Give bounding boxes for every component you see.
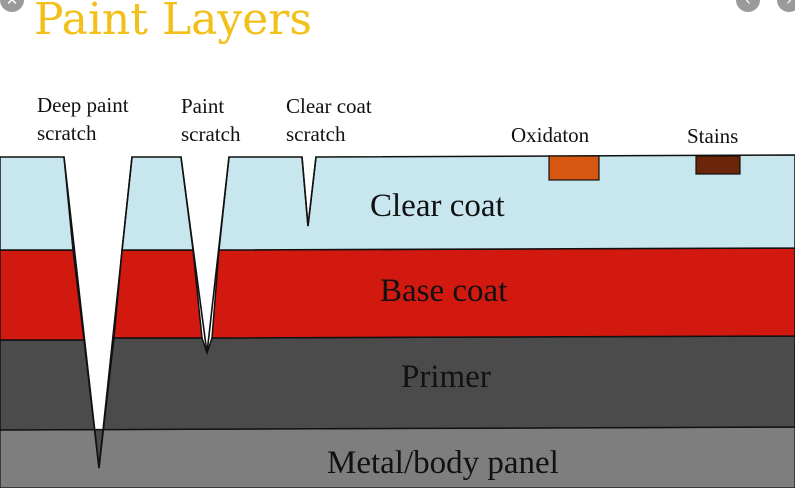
paint-scratch-label: Paint scratch [181, 94, 241, 146]
clear-coat-scratch [301, 156, 317, 227]
deep-paint-scratch [63, 156, 133, 469]
oxidation-patch [548, 155, 600, 181]
close-icon[interactable]: ✕ [0, 0, 24, 12]
stain-patch [695, 155, 741, 175]
primer-label: Primer [401, 359, 491, 395]
clear-coat-label: Clear coat [370, 188, 505, 224]
deep-scratch-label: Deep paint scratch [37, 93, 129, 145]
oxidation-label: Oxidaton [511, 123, 590, 147]
chevron-icon-right[interactable]: › [777, 0, 795, 12]
base-coat-label: Base coat [380, 273, 508, 309]
chevron-icon[interactable]: ‹ [736, 0, 760, 12]
metal-panel-label: Metal/body panel [327, 445, 559, 481]
diagram-title: Paint Layers [34, 0, 312, 45]
clear-coat-scratch-label: Clear coat scratch [286, 94, 372, 146]
paint-scratch [180, 156, 230, 354]
stains-label: Stains [687, 124, 739, 148]
